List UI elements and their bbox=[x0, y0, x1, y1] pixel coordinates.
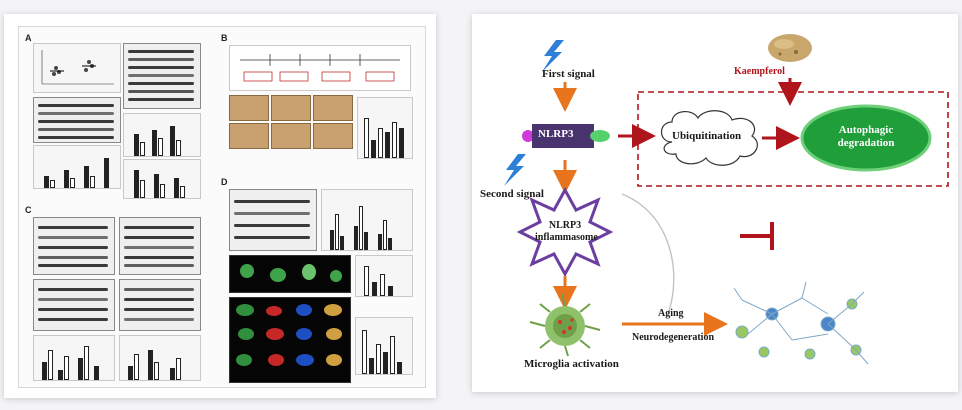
kaempferol-label: Kaempferol bbox=[734, 66, 785, 77]
nlrp3-node bbox=[522, 124, 610, 148]
inflammasome-star bbox=[516, 186, 614, 278]
bar-graph-g bbox=[321, 189, 413, 251]
scatter-plot bbox=[41, 50, 114, 85]
panel-label-c: C bbox=[25, 205, 32, 215]
western-blot-b bbox=[33, 97, 121, 143]
histology-image-4 bbox=[229, 123, 269, 149]
feedback-curve bbox=[621, 193, 675, 315]
nlrp3-label: NLRP3 bbox=[538, 128, 574, 140]
western-blot-c bbox=[33, 217, 115, 275]
ubiquitination-cloud bbox=[660, 110, 758, 166]
panel-label-b: B bbox=[221, 33, 228, 43]
bar-graph-d bbox=[33, 335, 115, 381]
fluorescence-row-1 bbox=[229, 255, 351, 293]
neuron-network-icon bbox=[733, 281, 869, 365]
timeline-schematic bbox=[240, 54, 400, 82]
bar-graph-e bbox=[119, 335, 201, 381]
bar-graph-h bbox=[355, 255, 413, 297]
microglia-cell-icon bbox=[529, 293, 601, 357]
bar-graph-i bbox=[355, 317, 413, 375]
western-blot-f bbox=[119, 279, 201, 331]
histology-image-3 bbox=[313, 95, 353, 121]
timeline-panel bbox=[229, 45, 411, 91]
western-blot-d bbox=[119, 217, 201, 275]
inflammasome-label: NLRP3 inflammasome bbox=[535, 220, 598, 243]
panel-label-d: D bbox=[221, 177, 228, 187]
inhibition-icon bbox=[740, 222, 774, 250]
figure-card: A bbox=[4, 14, 436, 398]
western-blot-g bbox=[229, 189, 317, 251]
histology-image-1 bbox=[229, 95, 269, 121]
histology-image-6 bbox=[313, 123, 353, 149]
second-signal-label: Second signal bbox=[480, 188, 544, 200]
aging-label: Aging bbox=[658, 308, 684, 319]
panel-label-a: A bbox=[25, 33, 32, 43]
autophagic-node bbox=[800, 104, 932, 172]
scatter-panel bbox=[33, 43, 121, 93]
western-blot-a bbox=[123, 43, 201, 109]
ubiquitination-label: Ubiquitination bbox=[672, 130, 742, 142]
bar-graph-f bbox=[357, 97, 413, 159]
kaempferol-image bbox=[768, 34, 812, 62]
histology-image-2 bbox=[271, 95, 311, 121]
fluorescence-grid bbox=[229, 297, 351, 383]
diagram-canvas bbox=[504, 34, 949, 365]
microglia-label: Microglia activation bbox=[524, 358, 619, 370]
figure-page: A bbox=[18, 26, 426, 388]
bar-graph-c bbox=[123, 159, 201, 199]
bar-graph-b bbox=[33, 145, 121, 189]
histology-image-5 bbox=[271, 123, 311, 149]
first-signal-label: First signal bbox=[542, 68, 595, 80]
autophagic-label: Autophagic degradation bbox=[837, 124, 895, 149]
western-blot-e bbox=[33, 279, 115, 331]
lightning-icon bbox=[542, 40, 564, 72]
lightning-icon-second bbox=[504, 154, 526, 186]
bar-graph-a bbox=[123, 113, 201, 157]
neurodegeneration-label: Neurodegeneration bbox=[632, 332, 715, 343]
diagram-card: First signal Kaempferol NLRP3 Ubiquitina… bbox=[472, 14, 958, 392]
